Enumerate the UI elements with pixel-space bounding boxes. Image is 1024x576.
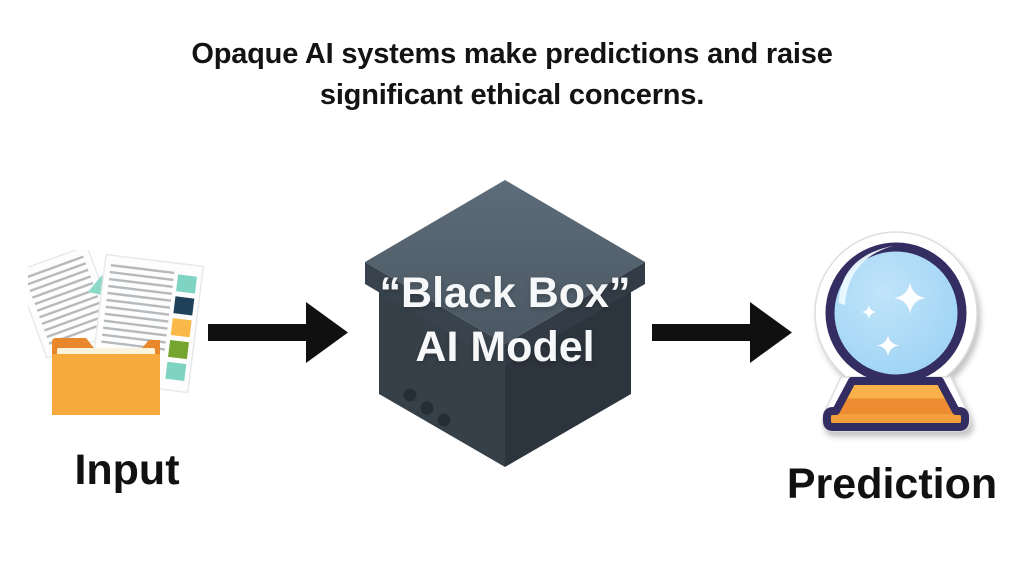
sparkles [862, 282, 926, 356]
box-top-face [365, 180, 645, 344]
box-lid-left [365, 262, 505, 366]
box-right-face [505, 280, 631, 467]
documents-folder-icon [28, 250, 205, 415]
crystal-ball-icon [814, 231, 978, 432]
black-box-icon [365, 180, 645, 467]
box-lid-right [505, 262, 645, 366]
black-box-label-line-2: AI Model [415, 323, 595, 371]
black-box-label-line-1: “Black Box” [379, 269, 631, 317]
color-tabs [165, 274, 198, 381]
right-arrow-icon [208, 302, 348, 363]
right-arrow-icon [652, 302, 792, 363]
ball-highlight [839, 246, 893, 305]
crystal-ball-base [823, 377, 969, 431]
diagram-title: Opaque AI systems make predictions and r… [0, 34, 1024, 116]
title-line-2: significant ethical concerns. [319, 79, 705, 111]
prediction-label: Prediction [786, 460, 998, 508]
folder [52, 338, 160, 415]
folder-front [52, 354, 160, 415]
input-label: Input [74, 446, 180, 494]
title-line-1: Opaque AI systems make predictions and r… [191, 38, 833, 70]
box-dots [403, 388, 451, 427]
crystal-ball-globe [825, 242, 967, 384]
black-box-label: “Black Box” AI Model [355, 266, 655, 374]
box-left-face [379, 280, 505, 467]
